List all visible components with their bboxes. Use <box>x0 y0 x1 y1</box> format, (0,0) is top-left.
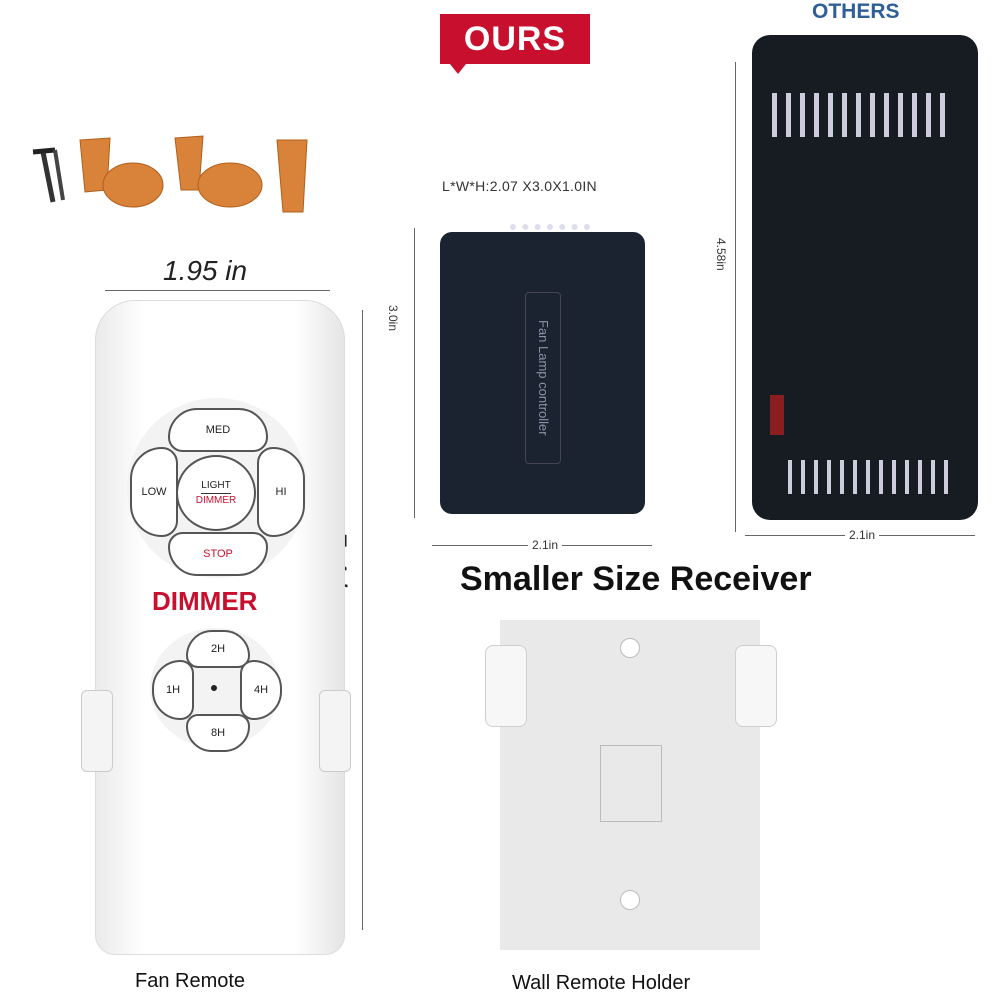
indicator-dot <box>211 685 217 691</box>
remote-width-line <box>105 290 330 291</box>
dimmer-small-label: DIMMER <box>195 494 237 506</box>
light-label: LIGHT <box>201 479 231 494</box>
receiver-vents <box>510 224 590 240</box>
receiver-dimensions: L*W*H:2.07 X3.0X1.0IN <box>442 178 597 194</box>
wall-remote-holder <box>485 620 777 950</box>
screw-icon <box>32 147 65 203</box>
med-button[interactable]: MED <box>168 408 268 452</box>
other-height-line <box>735 62 736 532</box>
ours-tag: OURS <box>440 14 590 74</box>
light-dimmer-button[interactable]: LIGHT DIMMER <box>176 455 256 531</box>
holder-bottom-hole <box>620 890 640 910</box>
remote-width-label: 1.95 in <box>163 255 248 286</box>
timer-8h-button[interactable]: 8H <box>186 714 250 752</box>
timer-2h-button[interactable]: 2H <box>186 630 250 668</box>
holder-right-arm <box>735 645 777 727</box>
dimmer-label: DIMMER <box>152 586 258 616</box>
timer-1h-button[interactable]: 1H <box>152 660 194 720</box>
headline: Smaller Size Receiver <box>460 560 812 598</box>
caption-wall-holder: Wall Remote Holder <box>512 972 691 994</box>
receiver-height-label: 3.0in <box>386 305 400 332</box>
receiver-label: Fan Lamp controller <box>525 292 561 464</box>
other-receiver <box>752 35 978 520</box>
holder-left-arm <box>485 645 527 727</box>
receiver-height-line <box>414 228 415 518</box>
our-receiver: Fan Lamp controller <box>440 224 645 514</box>
caption-fan-remote: Fan Remote <box>135 970 246 992</box>
remote-clip-right <box>319 690 351 772</box>
hardware-accessories <box>32 135 308 213</box>
holder-embossed-mark <box>600 745 662 822</box>
low-button[interactable]: LOW <box>130 447 178 537</box>
wire-nut-icon <box>79 135 308 213</box>
other-red-switch <box>770 395 784 435</box>
timer-4h-button[interactable]: 4H <box>240 660 282 720</box>
receiver-width-label: 2.1in <box>528 538 563 552</box>
other-width-label: 2.1in <box>845 528 880 542</box>
other-bottom-vents <box>788 460 948 494</box>
other-top-vents <box>772 93 954 137</box>
remote-clip-left <box>81 690 113 772</box>
stop-button[interactable]: STOP <box>168 532 268 576</box>
hi-button[interactable]: HI <box>257 447 305 537</box>
others-label: OTHERS <box>812 0 900 23</box>
remote-height-line <box>362 310 363 930</box>
holder-top-hole <box>620 638 640 658</box>
other-height-label: 4.58in <box>714 238 728 271</box>
